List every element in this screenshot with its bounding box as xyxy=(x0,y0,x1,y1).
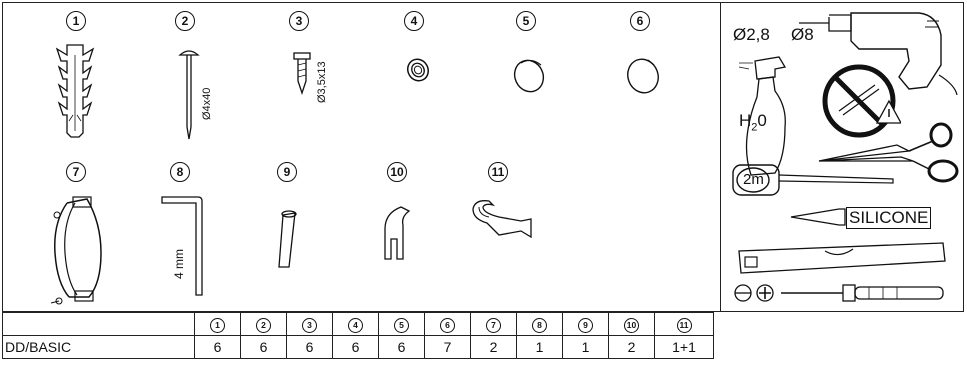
table-col-number: 10 xyxy=(624,318,639,333)
spirit-level-icon xyxy=(735,239,955,279)
table-cell: 7 xyxy=(425,336,471,359)
installation-parts-sheet: 1 2 3 4 5 6 Ø4x40 Ø3,5x13 xyxy=(2,2,964,363)
silicone-label: SILICONE xyxy=(846,207,931,229)
tools-panel: Ø2,8 Ø8 H20 xyxy=(721,2,964,312)
tape-measure-label: 2m xyxy=(743,171,764,188)
wall-clamp-icon xyxy=(47,193,109,309)
table-col-number: 7 xyxy=(486,318,501,333)
part-number-6: 6 xyxy=(630,11,650,31)
table-cell: 1+1 xyxy=(655,336,714,359)
part-number-5: 5 xyxy=(516,11,536,31)
table-cell: 1 xyxy=(517,336,563,359)
hex-key-icon xyxy=(158,195,210,300)
part-number-7: 7 xyxy=(66,162,86,182)
table-col-number: 5 xyxy=(394,318,409,333)
table-cell: 6 xyxy=(379,336,425,359)
table-cell: 6 xyxy=(333,336,379,359)
wall-plug-icon xyxy=(53,43,98,143)
parts-panel: 1 2 3 4 5 6 Ø4x40 Ø3,5x13 xyxy=(2,2,721,312)
screw-dimension-label: Ø4x40 xyxy=(201,88,213,120)
small-screw-dimension-label: Ø3,5x13 xyxy=(316,61,328,103)
table-cell: 2 xyxy=(471,336,517,359)
table-col-number: 11 xyxy=(677,318,692,333)
table-col-number: 1 xyxy=(210,318,225,333)
table-col-number: 3 xyxy=(302,318,317,333)
table-col-number: 9 xyxy=(578,318,593,333)
part-number-4: 4 xyxy=(404,11,424,31)
table-header-empty xyxy=(3,313,195,336)
table-cell: 6 xyxy=(195,336,241,359)
seal-profile-icon xyxy=(381,205,423,263)
hex-key-size-label: 4 mm xyxy=(172,249,186,279)
part-number-8: 8 xyxy=(170,162,190,182)
part-number-1: 1 xyxy=(66,11,86,31)
cover-cap-icon xyxy=(511,55,547,95)
table-cell: 1 xyxy=(563,336,609,359)
table-header-row: 1 2 3 4 5 6 7 8 9 10 11 xyxy=(3,313,714,336)
round-cap-icon xyxy=(624,55,662,95)
table-cell: 6 xyxy=(241,336,287,359)
table-row: DD/BASIC 6 6 6 6 6 7 2 1 1 2 1+1 xyxy=(3,336,714,359)
table-cell: 6 xyxy=(287,336,333,359)
table-cell: 2 xyxy=(609,336,655,359)
drill-bit-label-small: Ø2,8 xyxy=(733,25,770,45)
part-number-3: 3 xyxy=(289,11,309,31)
screwdriver-icon xyxy=(733,279,959,309)
screw-icon xyxy=(178,47,200,143)
table-row-label: DD/BASIC xyxy=(3,336,195,359)
spacer-tube-icon xyxy=(273,209,303,271)
door-clip-icon xyxy=(469,197,533,245)
small-screw-icon xyxy=(293,51,311,97)
part-number-2: 2 xyxy=(175,11,195,31)
quantity-table: 1 2 3 4 5 6 7 8 9 10 11 DD/BASIC 6 6 6 6… xyxy=(2,312,714,359)
table-col-number: 4 xyxy=(348,318,363,333)
part-number-9: 9 xyxy=(277,162,297,182)
water-label: H20 xyxy=(739,111,767,133)
table-col-number: 2 xyxy=(256,318,271,333)
part-number-10: 10 xyxy=(387,162,407,182)
part-number-11: 11 xyxy=(488,162,508,182)
table-col-number: 8 xyxy=(532,318,547,333)
table-col-number: 6 xyxy=(440,318,455,333)
washer-icon xyxy=(403,55,433,85)
